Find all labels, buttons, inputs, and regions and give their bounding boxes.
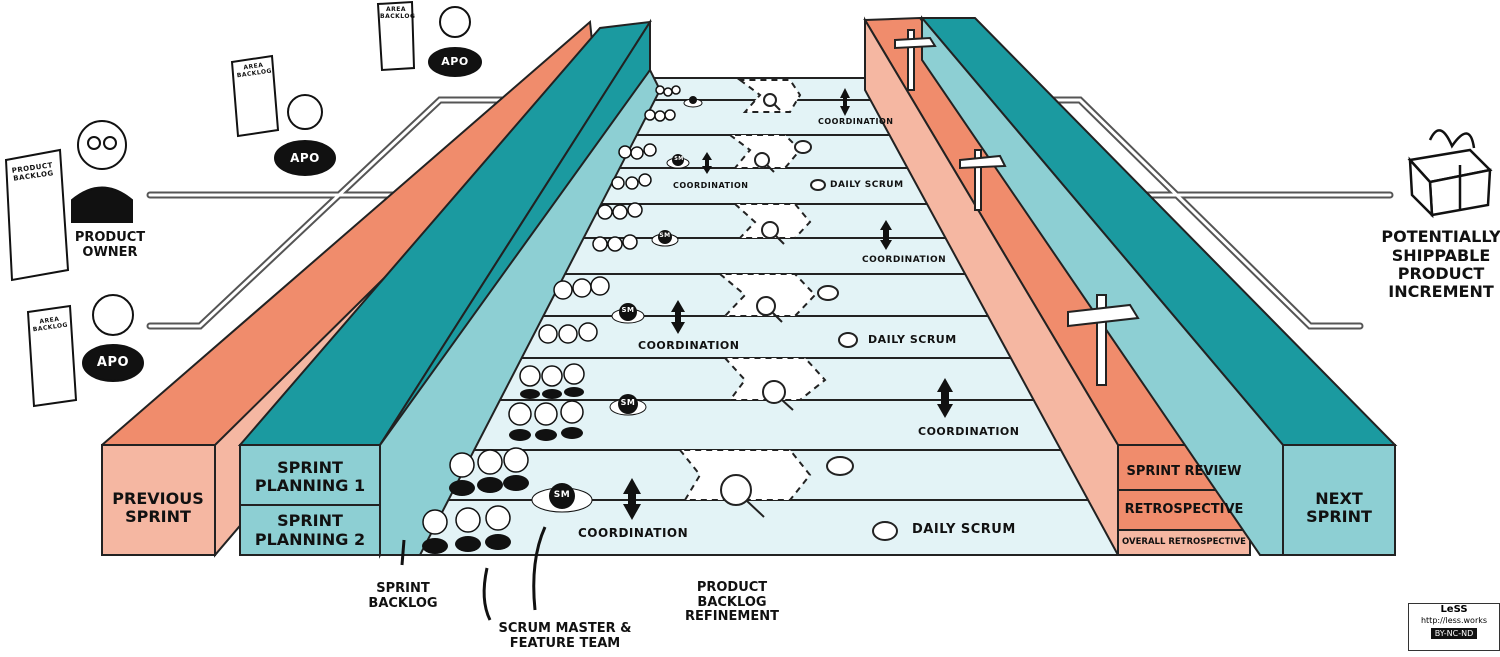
product-owner-label: PRODUCT OWNER <box>70 228 150 264</box>
sm-label-1: SM <box>674 157 684 163</box>
sm-label-4: SM <box>619 399 637 408</box>
cc-badge: BY-NC-ND <box>1431 628 1477 640</box>
sprint-review-label: SPRINT REVIEW <box>1120 458 1248 486</box>
sprint-planning-1-label: SPRINT PLANNING 1 <box>245 453 375 501</box>
coordination-label-2: COORDINATION <box>673 182 748 191</box>
product-backlog-refinement-label: PRODUCT BACKLOG REFINEMENT <box>672 572 792 634</box>
coordination-label-5: COORDINATION <box>918 426 1020 438</box>
area-backlog-doc-label-2: AREA BACKLOG <box>380 7 412 20</box>
scrum-master-team-label: SCRUM MASTER & FEATURE TEAM <box>490 618 640 656</box>
sm-label-5: SM <box>552 491 572 501</box>
overall-retrospective-label: OVERALL RETROSPECTIVE <box>1120 532 1248 554</box>
retrospective-label: RETROSPECTIVE <box>1120 495 1248 525</box>
daily-scrum-label-1: DAILY SCRUM <box>830 181 904 191</box>
sm-label-3: SM <box>620 307 636 315</box>
apo-label-3: APO <box>93 356 133 370</box>
daily-scrum-label-2: DAILY SCRUM <box>868 334 957 346</box>
previous-sprint-label: PREVIOUS SPRINT <box>104 484 212 532</box>
apo-label-2: APO <box>437 56 473 68</box>
coordination-label-1: COORDINATION <box>818 118 893 127</box>
apo-label-1: APO <box>285 152 325 165</box>
coordination-label-4: COORDINATION <box>638 340 740 352</box>
sm-label-2: SM <box>657 233 673 240</box>
product-owner-figure <box>72 121 132 222</box>
potentially-shippable-label: POTENTIALLY SHIPPABLE PRODUCT INCREMENT <box>1385 220 1497 310</box>
daily-scrum-label-3: DAILY SCRUM <box>912 523 1016 537</box>
gift-icon <box>1410 130 1490 215</box>
license-url[interactable]: http://less.works <box>1409 616 1499 626</box>
license-badge[interactable]: LeSS http://less.works BY-NC-ND <box>1408 603 1500 651</box>
next-sprint-label: NEXT SPRINT <box>1286 484 1392 532</box>
sprint-backlog-label: SPRINT BACKLOG <box>358 578 448 616</box>
less-logo: LeSS <box>1409 604 1499 616</box>
sprint-planning-2-label: SPRINT PLANNING 2 <box>245 508 375 553</box>
coordination-label-3: COORDINATION <box>862 256 946 266</box>
coordination-label-6: COORDINATION <box>578 527 688 540</box>
